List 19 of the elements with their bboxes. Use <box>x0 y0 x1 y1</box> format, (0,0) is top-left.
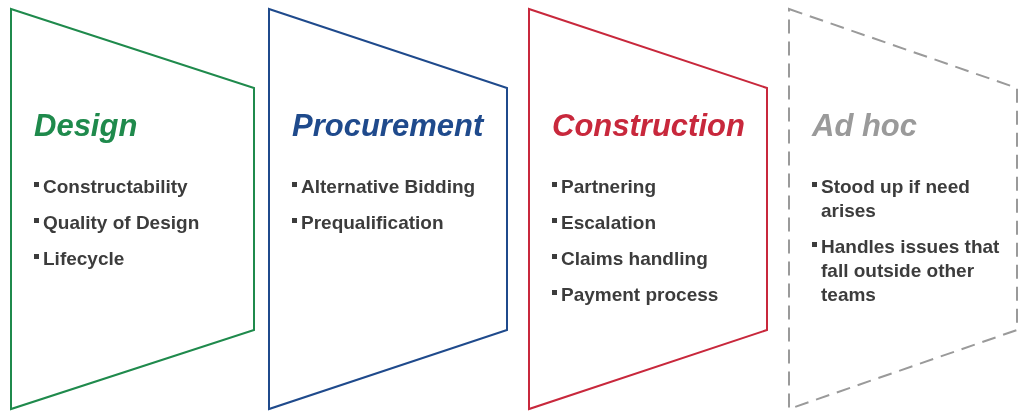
trapezoid-stage <box>788 8 1018 410</box>
stage-heading: Design <box>34 108 138 144</box>
bullet-item: Claims handling <box>552 247 762 271</box>
bullet-item: Payment process <box>552 283 762 307</box>
trapezoid-stage <box>10 8 255 410</box>
bullet-item: Escalation <box>552 211 762 235</box>
bullet-item: Handles issues that fall outside other teams <box>812 235 1017 307</box>
bullet-item: Partnering <box>552 175 762 199</box>
stage-heading: Ad hoc <box>812 108 918 144</box>
bullet-item: Prequalification <box>292 211 502 235</box>
stage-heading: Procurement <box>292 108 484 144</box>
bullet-item: Alternative Bidding <box>292 175 502 199</box>
stage-heading: Construction <box>552 108 745 144</box>
bullet-item: Constructability <box>34 175 249 199</box>
bullet-item: Lifecycle <box>34 247 249 271</box>
bullet-item: Quality of Design <box>34 211 249 235</box>
trapezoid-stage <box>268 8 508 410</box>
bullet-item: Stood up if need arises <box>812 175 1017 223</box>
trapezoid-stage <box>528 8 768 410</box>
